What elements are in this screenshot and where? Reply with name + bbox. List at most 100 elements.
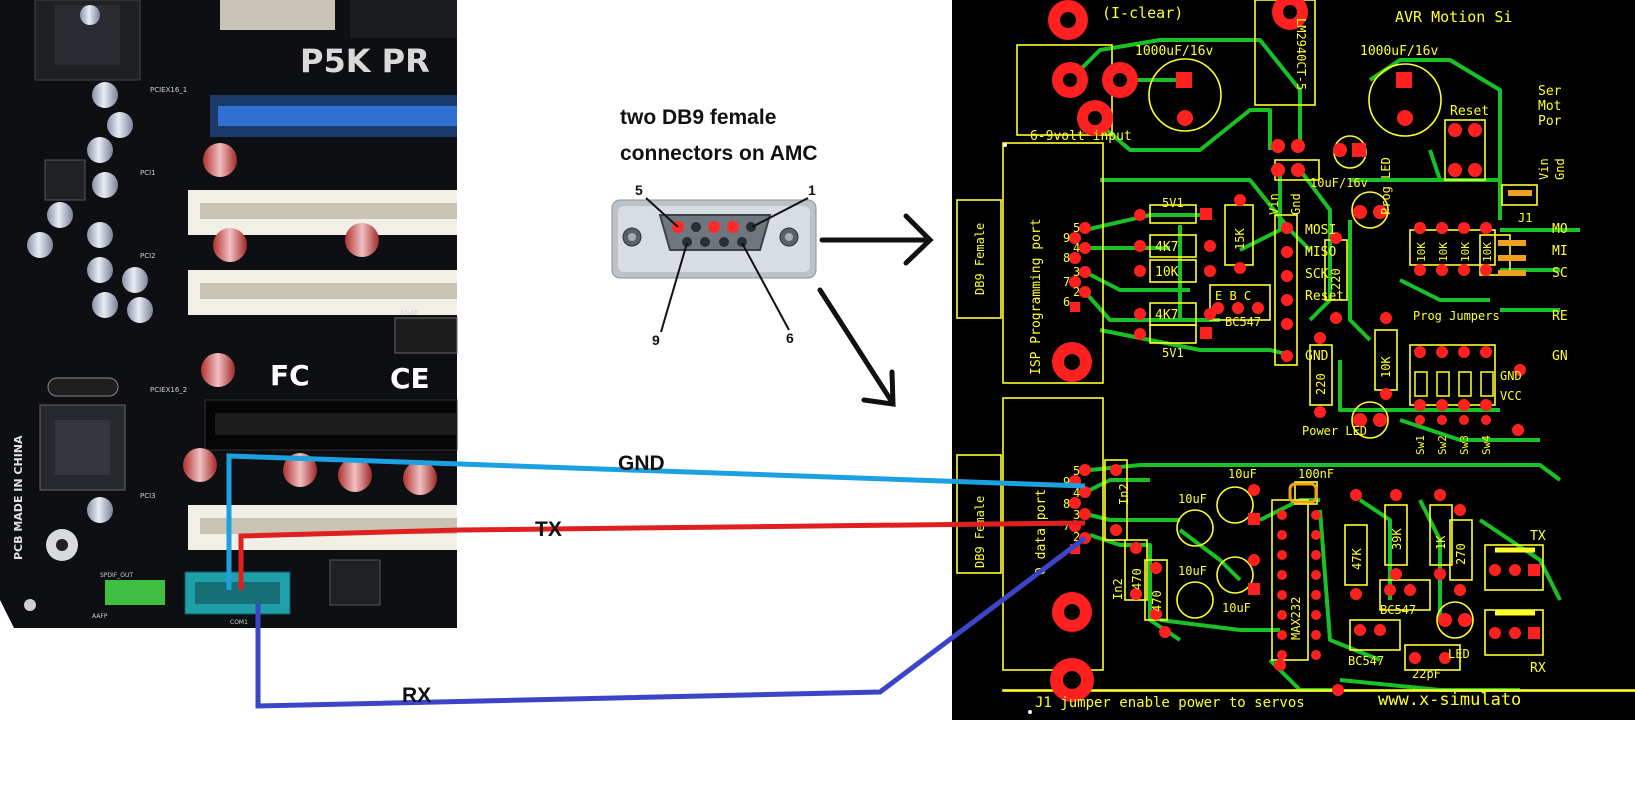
pin9-label: 9 [652,332,660,348]
svg-text:2: 2 [1073,285,1080,299]
pcb-corner-marks [1003,143,1032,714]
pcb-miso: MISO [1305,245,1336,260]
pcb-zener-a: 5V1 [1162,196,1184,210]
asap-label: ASAP [400,309,418,317]
pcb-gnd-right: GND [1500,369,1522,383]
pcb-k10-4: 10K [1481,242,1494,262]
pcb-ebc: E B C [1215,289,1251,303]
pcb-isp-port: ISP Programming port [1029,218,1044,375]
pcb-side-gn: GN [1552,349,1568,364]
pcb-tx: TX [1530,529,1546,544]
pcb-r-470b: 470 [1150,590,1164,612]
board-model: P5K PR [300,42,430,80]
db9-callout: two DB9 female connectors on AMC 5 [611,106,934,407]
rx-label: RX [402,684,431,707]
pcb-r-10k: 10K [1155,265,1179,280]
pcb-c10uf-d: 10uF [1222,601,1251,615]
pcb-r-1k: 1K [1434,535,1448,550]
svg-text:4: 4 [1073,241,1080,255]
fc-logo: FC [270,359,310,392]
pcb-vreg: LM2940CT-5 [1294,18,1308,90]
pcb-bc547-a: BC547 [1380,603,1416,617]
pcb-prog-jumpers: Prog Jumpers [1413,309,1500,323]
svg-text:5: 5 [1073,464,1080,478]
pcb-zener-b: 5V1 [1162,346,1184,360]
pcb-data-port: O data port [1034,489,1049,575]
pcb-gnd-pin: GND [1305,349,1329,364]
tx-wire [238,520,1086,590]
pcb-in2-a: In2 [1117,483,1131,505]
pcb-gnd-2: Gnd [1553,158,1567,180]
pin5-label: 5 [635,182,643,198]
svg-text:9: 9 [1063,231,1070,245]
com1-label: COM1 [230,619,248,626]
made-in-label: PCB MADE IN CHINA [12,435,25,560]
pcb-reset-pin: Reset [1305,289,1344,304]
switch-symbols [1414,371,1494,397]
db9-connector-image [611,199,817,279]
pcb-sw2: Sw2 [1436,435,1449,455]
slot-label-pci1: PCI1 [140,169,156,177]
slot-label-pciex16-2: PCIEX16_2 [150,386,187,394]
pcb-side-re: RE [1552,309,1568,324]
motherboard-photo: P5K PR PCIEX16_1 PCI1 PCI2 PCIEX16_2 PCI… [0,0,458,628]
tx-label: TX [535,518,562,541]
pcb-r-10k2: 10K [1379,356,1393,378]
pads [1048,0,1540,702]
spdif-header [105,580,165,605]
pcb-title: AVR Motion Si [1395,8,1512,26]
gnd-wire [226,453,1086,590]
pcb-r-47k: 47K [1350,548,1364,570]
svg-text:7: 7 [1063,519,1070,533]
svg-text:8: 8 [1063,251,1070,265]
svg-text:2: 2 [1073,530,1080,544]
pcb-servo-3: Por [1538,114,1562,129]
slot-label-pciex16-1: PCIEX16_1 [150,86,187,94]
pcb-power-led: Power LED [1302,424,1367,438]
arrow-down-right-icon [817,287,896,407]
arrow-right-icon [819,213,934,266]
pcb-r-39k: 39K [1390,528,1404,550]
pcb-vin-2: Vin [1537,158,1551,180]
pcb-k10-2: 10K [1437,242,1450,262]
pcb-sw4: Sw4 [1480,435,1493,455]
svg-text:5: 5 [1073,221,1080,235]
pcb-mosi: MOSI [1305,223,1336,238]
pcb-r-220a: 220 [1329,268,1343,290]
ce-logo: CE [390,362,430,395]
pin1-label: 1 [808,182,816,198]
pcb-side-mo: MO [1552,222,1568,237]
pcb-led: LED [1448,647,1470,661]
pcb-vcc-right: VCC [1500,389,1522,403]
pcb-k10-3: 10K [1459,242,1472,262]
pcb-gnd: Gnd [1289,193,1303,215]
pcb-r-4k7a: 4K7 [1155,240,1178,255]
pcb-rx: RX [1530,661,1546,676]
pcb-servo-2: Mot [1538,99,1561,114]
amc-pcb-layout: AVR Motion Si (I-clear) LM2940CT-5 1000u… [952,0,1635,720]
svg-text:9: 9 [1063,475,1070,489]
pcb-side-mi: MI [1552,244,1568,259]
svg-text:3: 3 [1073,508,1080,522]
pcb-c100nf: 100nF [1298,467,1334,481]
pcb-c10uf-c: 10uF [1178,564,1207,578]
pin2-dot [727,221,739,233]
pcb-url: www.x-simulato [1378,690,1521,710]
pcb-cap1: 1000uF/16v [1135,44,1213,59]
capacitors [27,5,437,561]
pcb-k10-1: 10K [1415,242,1428,262]
svg-text:7: 7 [1063,275,1070,289]
pcb-r-270: 270 [1454,543,1468,565]
slot-label-pci3: PCI3 [140,492,156,500]
pin6-label: 6 [786,330,794,346]
pcb-c10uf-a: 10uF [1228,467,1257,481]
svg-text:3: 3 [1073,265,1080,279]
pcb-r-4k7b: 4K7 [1155,308,1178,323]
pcb-in2-b: In2 [1111,578,1125,600]
pcb-sw3: Sw3 [1458,435,1471,455]
pcb-cap3: 10uF/16v [1310,176,1368,190]
svg-text:8: 8 [1063,497,1070,511]
jumper-rows [1288,190,1532,504]
pcb-db9-data: DB9 Female [973,496,987,568]
